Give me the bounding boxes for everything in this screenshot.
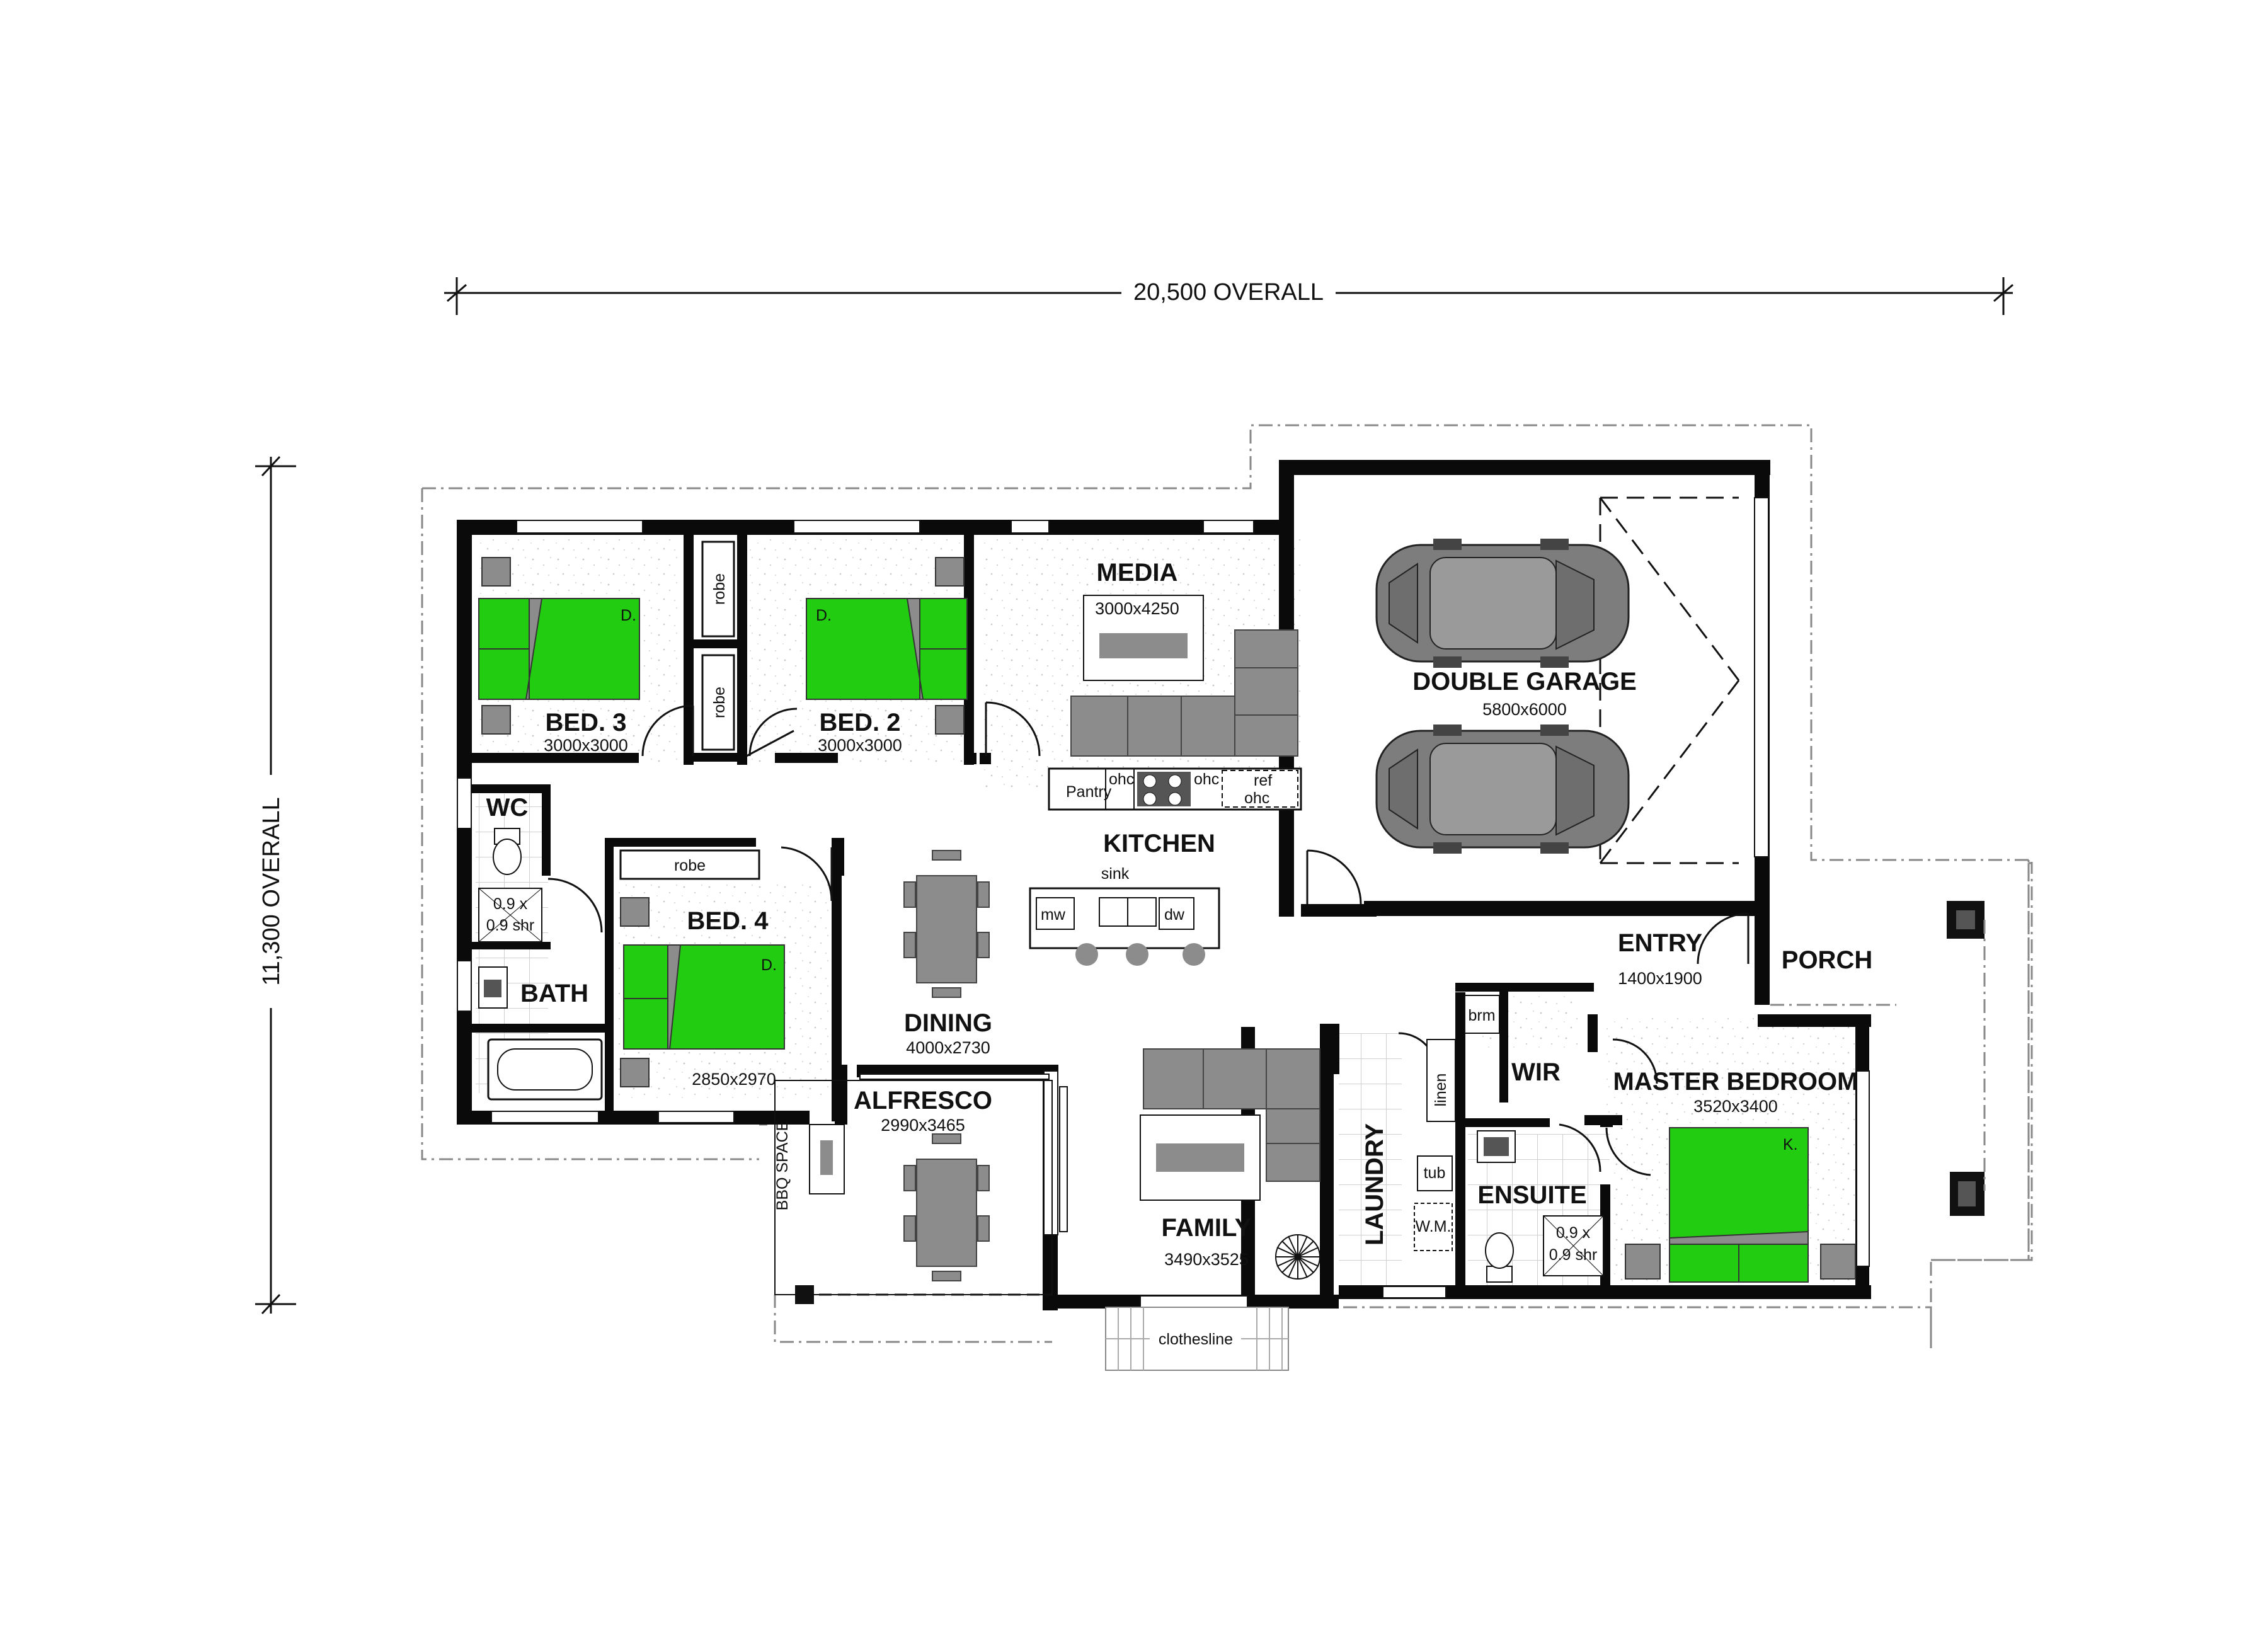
clothesline-label: clothesline — [1159, 1331, 1233, 1348]
shower-size: 0.9 x — [1556, 1224, 1591, 1242]
windows — [457, 497, 1870, 1308]
overall-depth-label: 11,300 OVERALL — [258, 797, 285, 985]
bed3-label: BED. 3 — [546, 709, 627, 736]
plant-icon — [1275, 1234, 1320, 1280]
master-label: MASTER BEDROOM — [1613, 1068, 1858, 1096]
brm-label: brm — [1468, 1007, 1495, 1024]
bed-size-label: D. — [621, 607, 636, 624]
laundry-label: LAUNDRY — [1361, 1123, 1389, 1246]
table-icon — [903, 850, 990, 998]
dining-label: DINING — [904, 1009, 992, 1037]
robe-bed2: robe — [701, 654, 735, 751]
toilet-icon — [493, 828, 522, 875]
bed-size-label: K. — [1783, 1136, 1798, 1154]
bath-shower: 0.9 x 0.9 shr — [478, 888, 603, 1101]
robe-label: robe — [674, 857, 706, 874]
porch-posts — [1770, 901, 1986, 1216]
washing-machine-label: W.M. — [1416, 1218, 1452, 1235]
garage-label: DOUBLE GARAGE — [1412, 668, 1637, 696]
robe-bed3: robe — [701, 541, 735, 638]
entry-size: 1400x1900 — [1618, 969, 1702, 988]
wc-label: WC — [486, 794, 529, 822]
shower-size: 0.9 shr — [1549, 1246, 1597, 1264]
clothesline: clothesline — [1105, 1307, 1289, 1371]
car-icon — [1375, 539, 1630, 668]
microwave-label: mw — [1041, 906, 1066, 924]
overall-width-label: 20,500 OVERALL — [1133, 279, 1324, 306]
bed-size-label: D. — [816, 607, 832, 624]
kitchen-island: mw dw sink — [1029, 865, 1220, 966]
entry-label: ENTRY — [1618, 929, 1702, 957]
bed-icon — [478, 557, 640, 735]
interior-walls — [472, 535, 1622, 1298]
kitchen-bench: Pantry ohc ohc ref ohc — [1048, 767, 1302, 811]
robe-label: robe — [711, 573, 728, 605]
shower-size: 0.9 shr — [486, 917, 534, 934]
alfresco-size: 2990x3465 — [881, 1116, 965, 1135]
dining-size: 4000x2730 — [906, 1038, 990, 1057]
ensuite-fixtures: 0.9 x 0.9 shr — [1477, 1130, 1604, 1276]
broom-cupboard: brm — [1464, 995, 1500, 1034]
overall-width-dimension: 20,500 OVERALL — [444, 277, 2013, 315]
bbq-label: BBQ SPACE — [774, 1121, 791, 1211]
media-label: MEDIA — [1097, 559, 1178, 587]
ohc-label: ohc — [1194, 770, 1219, 788]
laundry-fixtures: tub W.M. — [1414, 1155, 1453, 1251]
media-size: 3000x4250 — [1095, 599, 1179, 618]
tv-unit — [1083, 595, 1204, 681]
bath-label: BATH — [520, 980, 588, 1007]
bed-icon — [620, 897, 785, 1087]
linen-label: linen — [1432, 1074, 1450, 1107]
alfresco-label: ALFRESCO — [854, 1087, 992, 1114]
shower-size: 0.9 x — [493, 895, 528, 913]
sofa-icon — [1070, 629, 1298, 757]
ohc-label: ohc — [1109, 770, 1134, 788]
linen-cupboard: linen — [1426, 1039, 1456, 1122]
sliding-doors — [859, 1074, 1068, 1232]
alfresco-outline: BBQ SPACE — [774, 1080, 1053, 1304]
dishwasher-label: dw — [1164, 906, 1185, 924]
sofa-icon — [1143, 1048, 1320, 1182]
ref-label: ref — [1254, 772, 1272, 789]
car-icon — [1375, 724, 1630, 854]
bed3-size: 3000x3000 — [544, 736, 628, 755]
wir-label: WIR — [1511, 1058, 1561, 1086]
bed2-size: 3000x3000 — [818, 736, 902, 755]
room-labels: MEDIA 3000x4250 BED. 3 3000x3000 BED. 2 … — [486, 559, 1873, 1269]
bed2-label: BED. 2 — [820, 709, 901, 736]
toilet-icon — [1485, 1232, 1514, 1283]
pantry-label: Pantry — [1066, 783, 1112, 801]
bed4-label: BED. 4 — [687, 907, 769, 935]
tub-label: tub — [1424, 1164, 1446, 1182]
robe-label: robe — [711, 687, 728, 718]
tv-unit — [1140, 1114, 1261, 1201]
garage-size: 5800x6000 — [1482, 700, 1567, 719]
family-size: 3490x3525 — [1164, 1250, 1249, 1269]
ohc-label: ohc — [1244, 789, 1269, 807]
bed-icon — [806, 557, 968, 735]
bed-icon — [1625, 1127, 1856, 1283]
overall-depth-dimension: 11,300 OVERALL — [255, 455, 296, 1315]
bed4-size: 2850x2970 — [692, 1070, 776, 1089]
family-label: FAMILY — [1162, 1214, 1252, 1242]
sink-label: sink — [1101, 865, 1130, 883]
kitchen-label: KITCHEN — [1103, 830, 1215, 857]
table-icon — [903, 1133, 990, 1281]
master-size: 3520x3400 — [1693, 1097, 1778, 1116]
porch-label: PORCH — [1782, 946, 1872, 974]
bed-size-label: D. — [761, 956, 777, 974]
robe-bed4: robe — [619, 849, 760, 880]
ensuite-label: ENSUITE — [1477, 1181, 1586, 1209]
